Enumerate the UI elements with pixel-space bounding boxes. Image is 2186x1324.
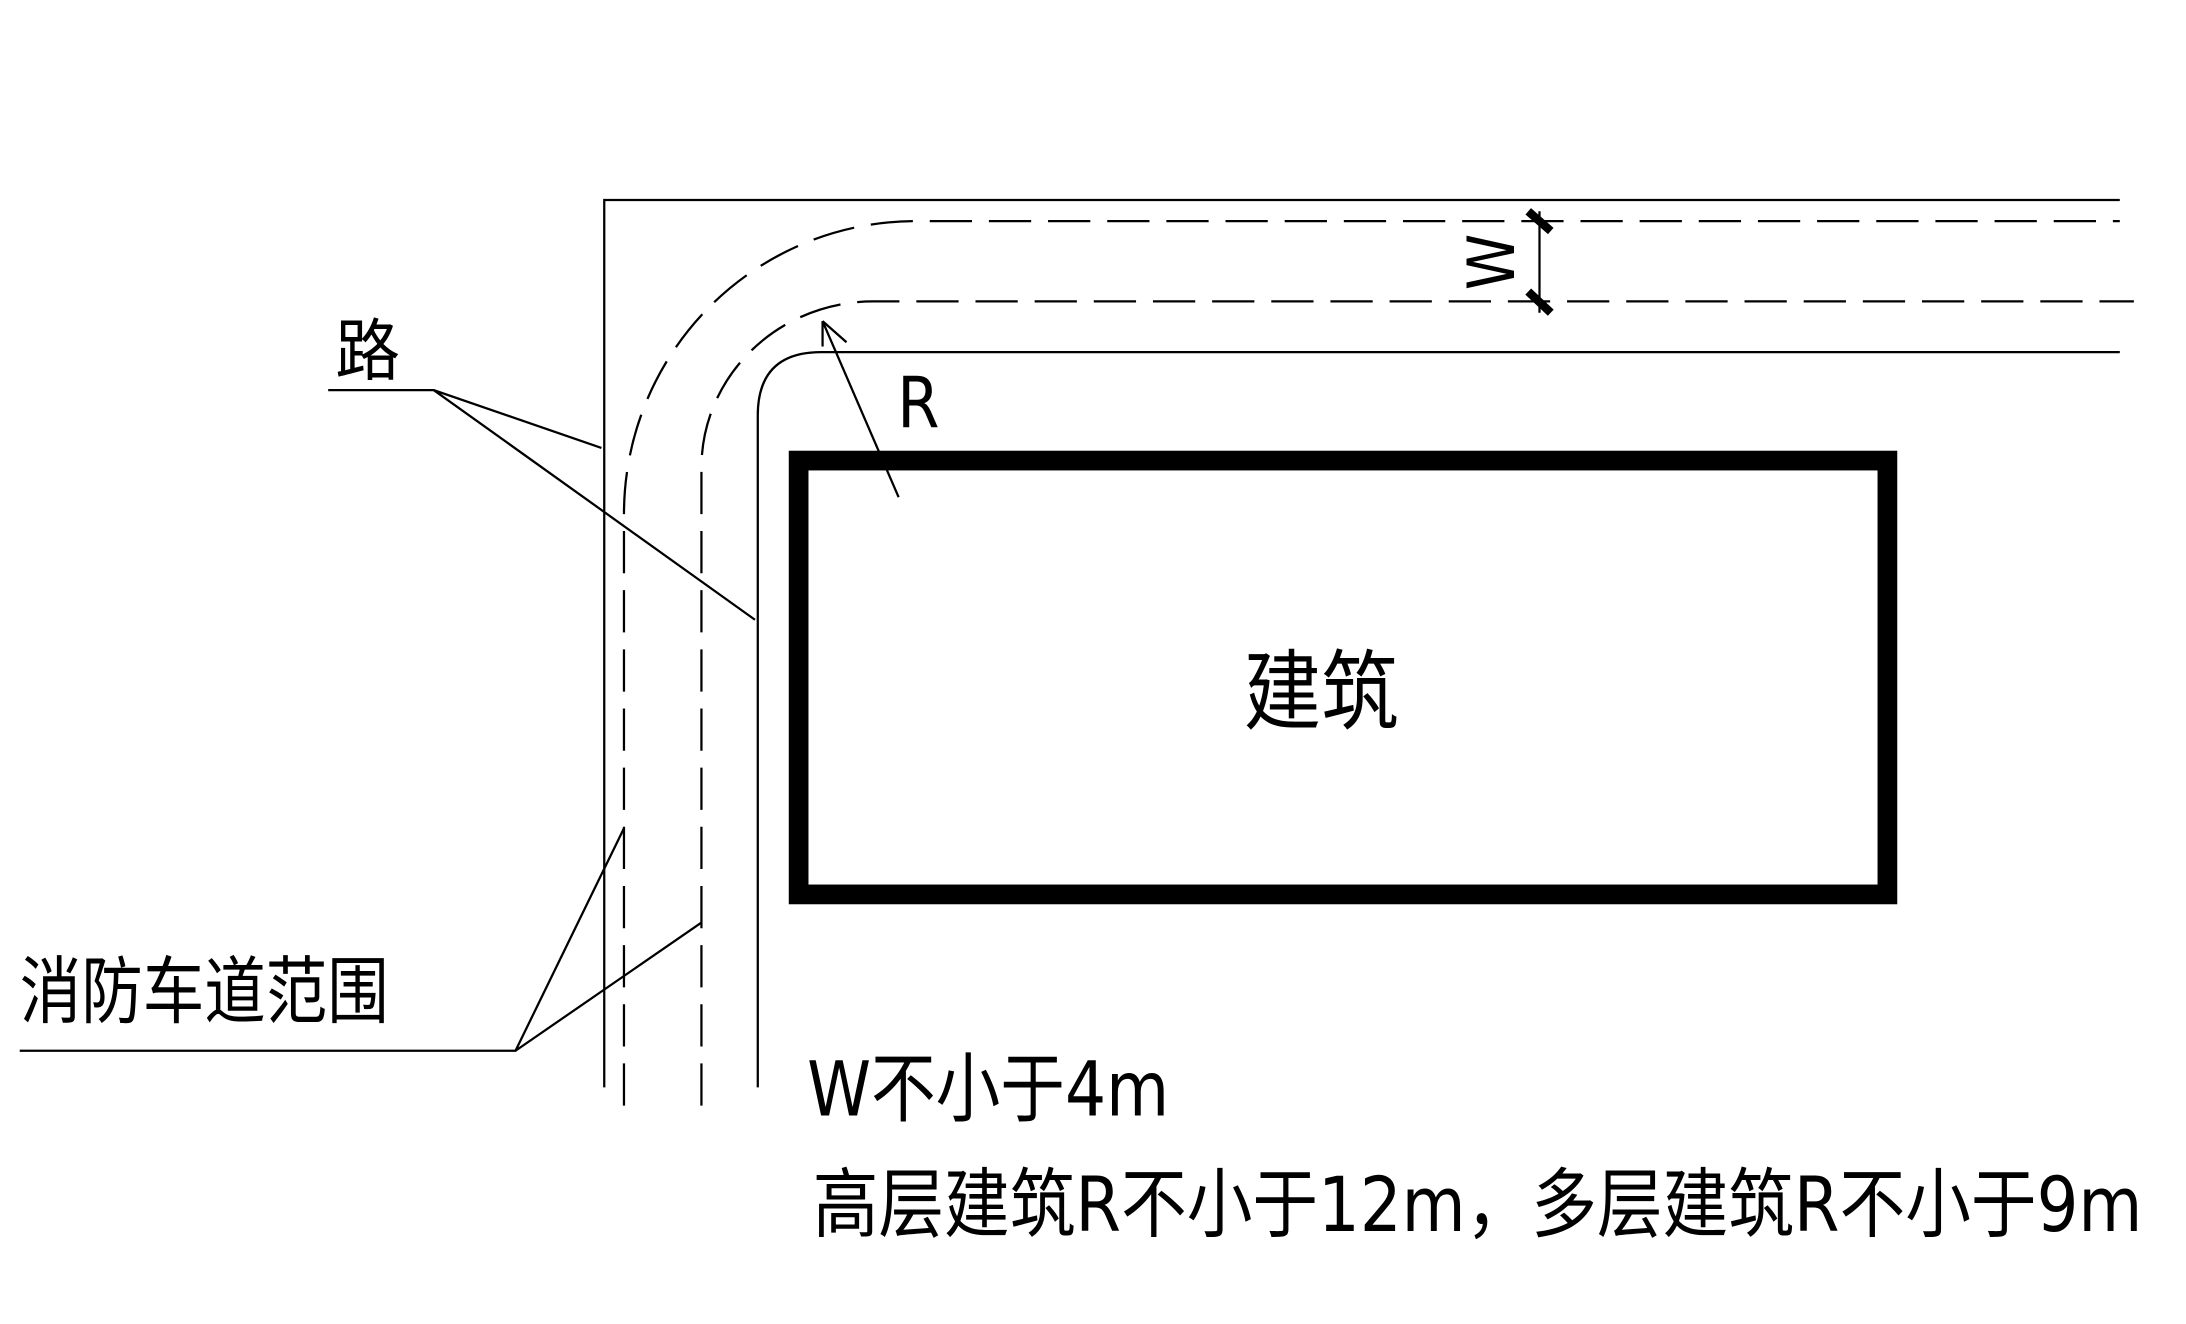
fire-lane-leader: 消防车道范围 <box>20 827 703 1052</box>
road-label: 路 <box>335 312 400 391</box>
radius-indicator: R <box>821 320 939 498</box>
width-dimension: W <box>1455 208 1554 316</box>
building-outline <box>788 450 1898 905</box>
note-radius: 高层建筑R不小于12m，多层建筑R不小于9m <box>813 1160 2143 1249</box>
fire-lane-label: 消防车道范围 <box>20 950 389 1035</box>
road-leader: 路 <box>328 312 756 621</box>
arrowhead-icon <box>821 320 848 347</box>
road-inner-edge <box>756 351 2120 1088</box>
note-width: W不小于4m <box>807 1045 1169 1134</box>
fire-lane-inner-boundary <box>700 300 2134 1106</box>
width-label: W <box>1455 234 1530 290</box>
radius-label: R <box>897 362 939 444</box>
building-label: 建筑 <box>1244 642 1399 744</box>
road-outer-edge <box>603 198 2120 1088</box>
